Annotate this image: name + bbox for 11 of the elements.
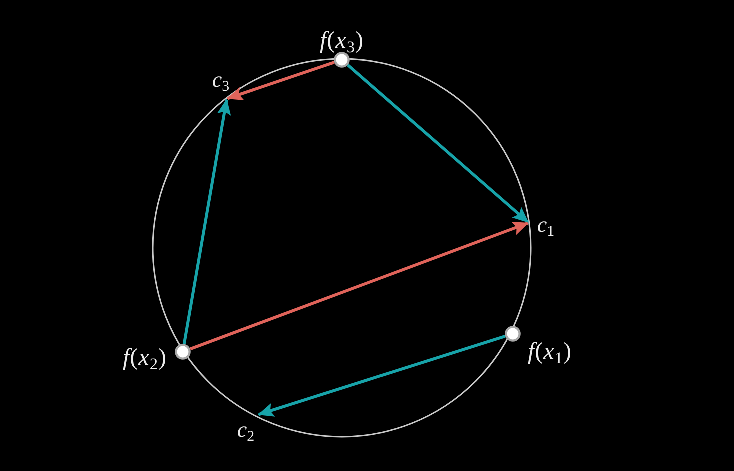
arrow (227, 61, 335, 100)
point-label: c$_{2}$ (237, 419, 255, 441)
arrow (258, 335, 506, 417)
point-label: f(x$_{3}$) (320, 29, 364, 53)
point-label: f(x$_{2}$) (123, 346, 167, 370)
point-label: c$_{1}$ (537, 214, 555, 236)
arrow (347, 64, 530, 224)
point-label: c$_{3}$ (212, 69, 230, 91)
arrow (182, 99, 232, 344)
point-label: f(x$_{1}$) (528, 340, 572, 364)
arrow (190, 222, 529, 351)
